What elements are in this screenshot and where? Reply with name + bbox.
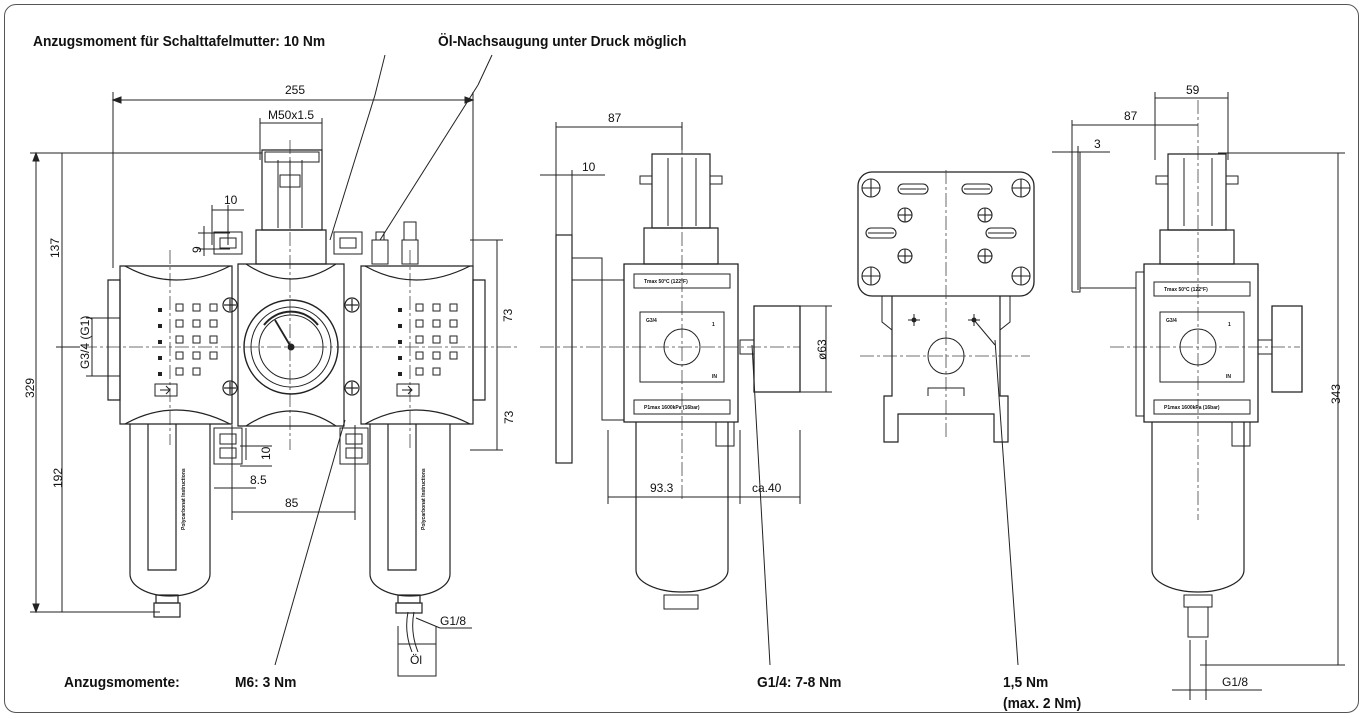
dim-thread: M50x1.5 — [268, 108, 314, 122]
dim-9: 9 — [190, 246, 204, 253]
side-dim-87: 87 — [608, 111, 622, 125]
right-port-in: IN — [1226, 374, 1231, 380]
dim-8-5: 8.5 — [250, 473, 267, 487]
side-tmax: Tmax 50°C (122°F) — [644, 279, 688, 285]
side-dim-ca40: ca.40 — [752, 481, 782, 495]
side-dim-10: 10 — [582, 160, 596, 174]
side-view: 87 10 Tmax 50°C (122°F) P1max 1600kPa (1… — [540, 111, 832, 610]
dim-10: 10 — [224, 193, 238, 207]
dim-10b: 10 — [259, 446, 273, 460]
right-side-view: 59 87 3 343 Tmax 50°C (122°F) P1max 1600… — [1052, 83, 1345, 700]
front-view: 255 M50x1.5 10 9 329 137 192 G3/4 (G1) — [23, 83, 520, 677]
dim-85: 85 — [285, 496, 299, 510]
side-port-in: IN — [712, 374, 717, 380]
right-port-1: 1 — [1228, 322, 1231, 328]
dim-73-top: 73 — [501, 308, 515, 322]
right-tmax: Tmax 50°C (122°F) — [1164, 287, 1208, 293]
note-leaders — [274, 54, 1019, 666]
right-port-g34: G3/4 — [1166, 318, 1177, 324]
dim-255: 255 — [285, 83, 305, 97]
right-dim-59: 59 — [1186, 83, 1200, 97]
dim-port: G3/4 (G1) — [78, 316, 92, 369]
dim-329: 329 — [23, 378, 37, 398]
side-pmax: P1max 1600kPa (16bar) — [644, 405, 700, 411]
m6-torque-note: M6: 3 Nm — [235, 674, 297, 691]
right-dim-87: 87 — [1124, 109, 1138, 123]
panel-nut-torque-note: Anzugsmoment für Schalttafelmutter: 10 N… — [33, 33, 326, 50]
right-dim-3: 3 — [1094, 137, 1101, 151]
g14-torque-note: G1/4: 7-8 Nm — [757, 674, 842, 691]
oil-label: Öl — [410, 653, 422, 667]
bracket-view — [857, 170, 1035, 443]
bracket-torque-note: 1,5 Nm — [1003, 674, 1049, 691]
dim-192: 192 — [51, 468, 65, 488]
side-dim-63: ø63 — [815, 339, 829, 360]
right-dim-343: 343 — [1329, 384, 1343, 404]
side-port-1: 1 — [712, 322, 715, 328]
right-dim-g18: G1/8 — [1222, 675, 1248, 689]
dim-73-bottom: 73 — [502, 410, 516, 424]
bowl-text-right: Polycarbonat Instructions — [421, 468, 427, 530]
drawing-frame — [4, 4, 1359, 713]
dim-g18-front: G1/8 — [440, 614, 466, 628]
bracket-torque-max-note: (max. 2 Nm) — [1003, 695, 1082, 712]
side-port-g34: G3/4 — [646, 318, 657, 324]
torques-heading: Anzugsmomente: — [64, 674, 180, 691]
dim-137: 137 — [48, 238, 62, 258]
side-dim-93: 93.3 — [650, 481, 674, 495]
right-pmax: P1max 1600kPa (16bar) — [1164, 405, 1220, 411]
bowl-text-left: Polycarbonat Instructions — [181, 468, 187, 530]
oil-refill-note: Öl-Nachsaugung unter Druck möglich — [438, 33, 687, 50]
pressure-gauge — [243, 299, 339, 395]
